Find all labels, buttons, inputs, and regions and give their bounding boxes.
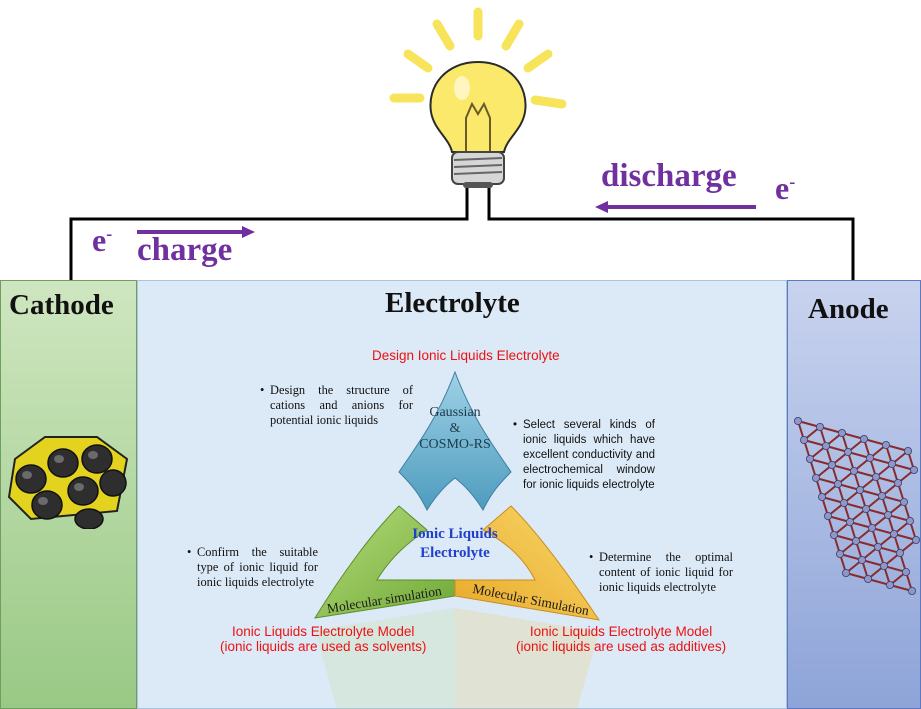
anode-title: Anode xyxy=(808,293,889,325)
graphene-atom xyxy=(860,434,869,443)
bottom-left-model-label: Ionic Liquids Electrolyte Model (ionic l… xyxy=(220,624,427,654)
graphene-atom xyxy=(840,499,849,508)
center-line1: Ionic Liquids xyxy=(412,526,498,542)
carbon-nanotube-bundle-icon xyxy=(7,436,129,529)
graphene-atom xyxy=(910,466,919,475)
bottom-right-model-label: Ionic Liquids Electrolyte Model (ionic l… xyxy=(516,624,727,654)
graphene-atom xyxy=(888,460,897,469)
left-arm xyxy=(314,505,456,619)
graphene-atom xyxy=(884,511,893,520)
charge-label: charge xyxy=(137,232,233,268)
graphene-atom xyxy=(912,536,921,545)
electron-left-label: e- xyxy=(92,222,113,258)
graphene-atom xyxy=(830,531,839,540)
graphene-atom xyxy=(856,486,865,495)
right-arm xyxy=(454,505,601,621)
top-arm xyxy=(398,370,512,512)
graphene-atom xyxy=(906,517,915,526)
graphene-atom xyxy=(894,479,903,488)
graphene-atom xyxy=(822,441,831,450)
bullet-top-right: •Select several kinds of ionic liquids w… xyxy=(513,419,655,491)
graphene-atom xyxy=(836,549,845,558)
circuit-wire xyxy=(69,185,855,280)
electron-right-label: e- xyxy=(775,170,796,206)
graphene-atom xyxy=(896,548,905,557)
graphene-sheet-icon xyxy=(794,417,921,595)
graphene-atom xyxy=(834,480,843,489)
graphene-atom xyxy=(852,537,861,546)
graphene-atom xyxy=(838,428,847,437)
graphene-atom xyxy=(880,561,889,570)
graphene-atom xyxy=(864,574,873,583)
graphene-atom xyxy=(878,492,887,501)
graphene-atom xyxy=(824,512,833,521)
light-bulb-icon xyxy=(389,7,567,188)
graphene-atom xyxy=(886,580,895,589)
discharge-label: discharge xyxy=(601,158,737,194)
graphene-atom xyxy=(904,447,913,456)
graphene-atom xyxy=(811,474,820,483)
top-arm-line1: Gaussian xyxy=(429,405,480,420)
anode-panel: Anode xyxy=(787,280,921,709)
graphene-atom xyxy=(842,568,851,577)
top-arm-line2: & xyxy=(450,421,461,436)
graphene-atom xyxy=(805,455,814,464)
graphene-atom xyxy=(846,518,855,527)
graphene-atom xyxy=(872,473,881,482)
discharge-arrow-icon xyxy=(595,201,756,213)
cathode-panel: Cathode xyxy=(0,280,137,709)
graphene-atom xyxy=(874,542,883,551)
graphene-atom xyxy=(882,440,891,449)
top-arm-line3: COSMO-RS xyxy=(419,437,491,452)
cathode-title: Cathode xyxy=(9,289,114,321)
bullet-mid-right: •Determine the optimal content of ionic … xyxy=(589,550,733,594)
graphene-atom xyxy=(902,567,911,576)
bullet-mid-left: •Confirm the suitable type of ionic liqu… xyxy=(187,545,318,589)
electrolyte-title: Electrolyte xyxy=(385,287,520,319)
triangle-diagram: Gaussian & COSMO-RS Ionic Liquids Electr… xyxy=(314,370,601,709)
graphene-atom xyxy=(900,498,909,507)
graphene-atom xyxy=(828,461,837,470)
graphene-atom xyxy=(862,505,871,514)
graphene-atom xyxy=(908,586,917,595)
graphene-atom xyxy=(858,555,867,564)
bullet-top-left: •Design the structure of cations and ani… xyxy=(260,383,413,427)
graphene-atom xyxy=(799,435,808,444)
graphene-atom xyxy=(844,448,853,457)
graphene-atom xyxy=(890,530,899,539)
graphene-atom xyxy=(850,467,859,476)
electrolyte-panel: Electrolyte xyxy=(137,280,787,709)
graphene-atom xyxy=(868,524,877,533)
graphene-atom xyxy=(794,417,802,425)
charge-arrow-icon xyxy=(137,226,255,238)
center-line2: Electrolyte xyxy=(420,545,490,561)
graphene-atom xyxy=(817,493,826,502)
graphene-atom xyxy=(866,454,875,463)
graphene-atom xyxy=(815,422,824,431)
design-label: Design Ionic Liquids Electrolyte xyxy=(372,348,560,363)
